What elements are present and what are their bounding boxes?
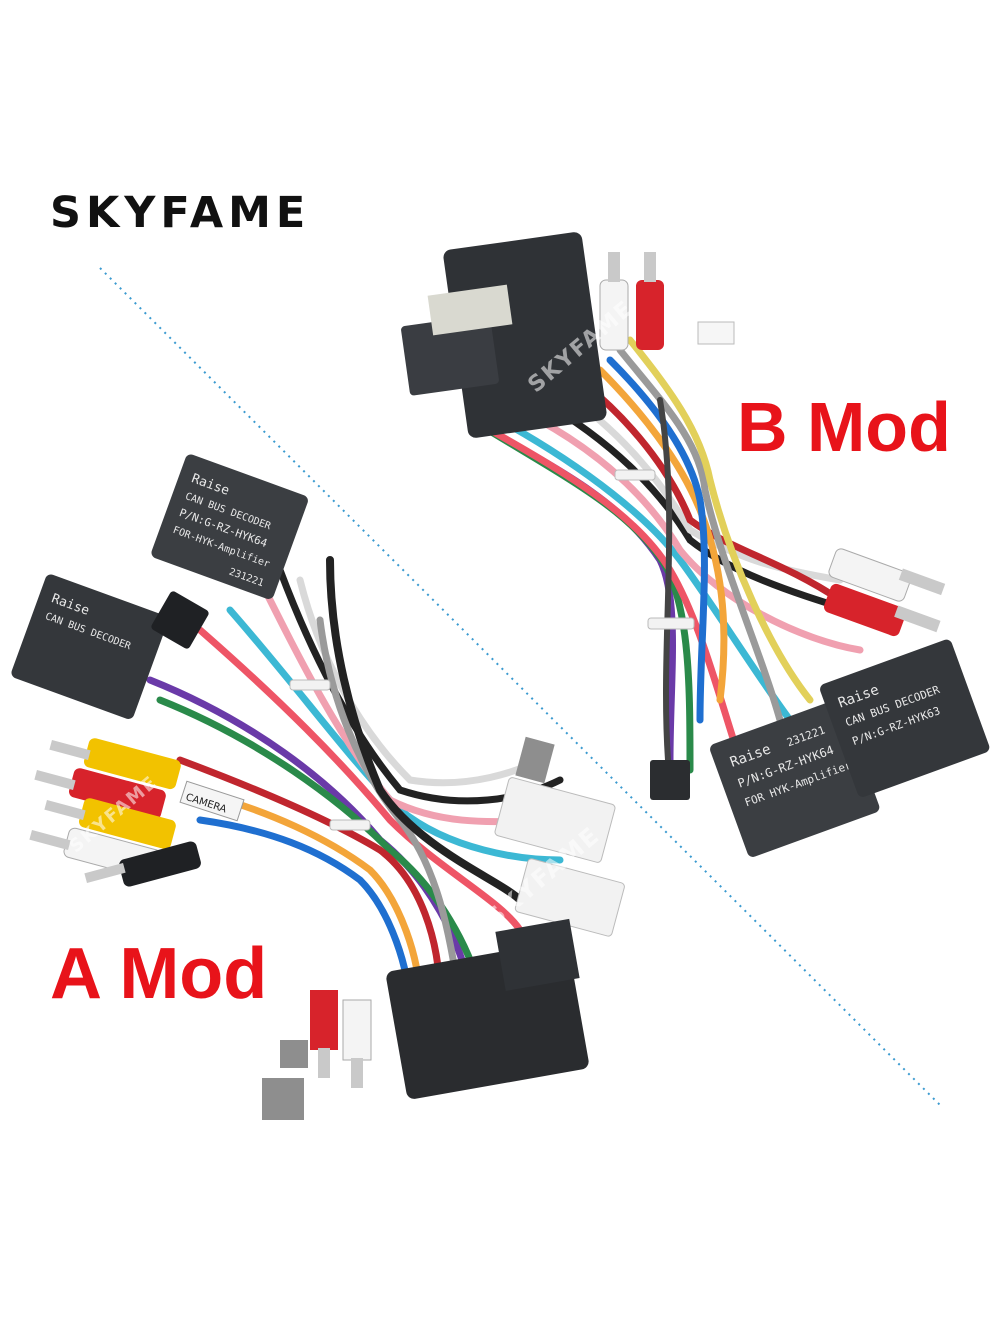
rca-plugs-b-right [823, 548, 946, 637]
decoder-box-b1: Raise P/N:G-RZ-HYK64 FOR HYK-Amplifier 2… [710, 699, 880, 857]
rca-plugs-a-bottom [262, 990, 372, 1120]
decoder-box-b2: Raise CAN BUS DECODER P/N:G-RZ-HYK63 [820, 639, 990, 797]
a-mod-label: A Mod [50, 934, 268, 1014]
main-connector-a [386, 918, 589, 1099]
divider-line [99, 267, 941, 1106]
rca-plugs-a-left [29, 738, 201, 887]
main-connector-b [401, 232, 607, 438]
harness-a: Raise CAN BUS DECODER P/N:G-RZ-HYK64 FOR… [11, 454, 625, 1120]
rca-plugs-b-top [599, 252, 735, 351]
white-connectors-a [494, 736, 625, 937]
decoder-box-a2: Raise CAN BUS DECODER [11, 574, 168, 719]
brand-logo: SKYFAME [50, 188, 311, 238]
decoder-box-a1: Raise CAN BUS DECODER P/N:G-RZ-HYK64 FOR… [151, 454, 308, 599]
b-mod-label: B Mod [737, 388, 951, 466]
harness-b: Raise P/N:G-RZ-HYK64 FOR HYK-Amplifier 2… [401, 232, 990, 857]
